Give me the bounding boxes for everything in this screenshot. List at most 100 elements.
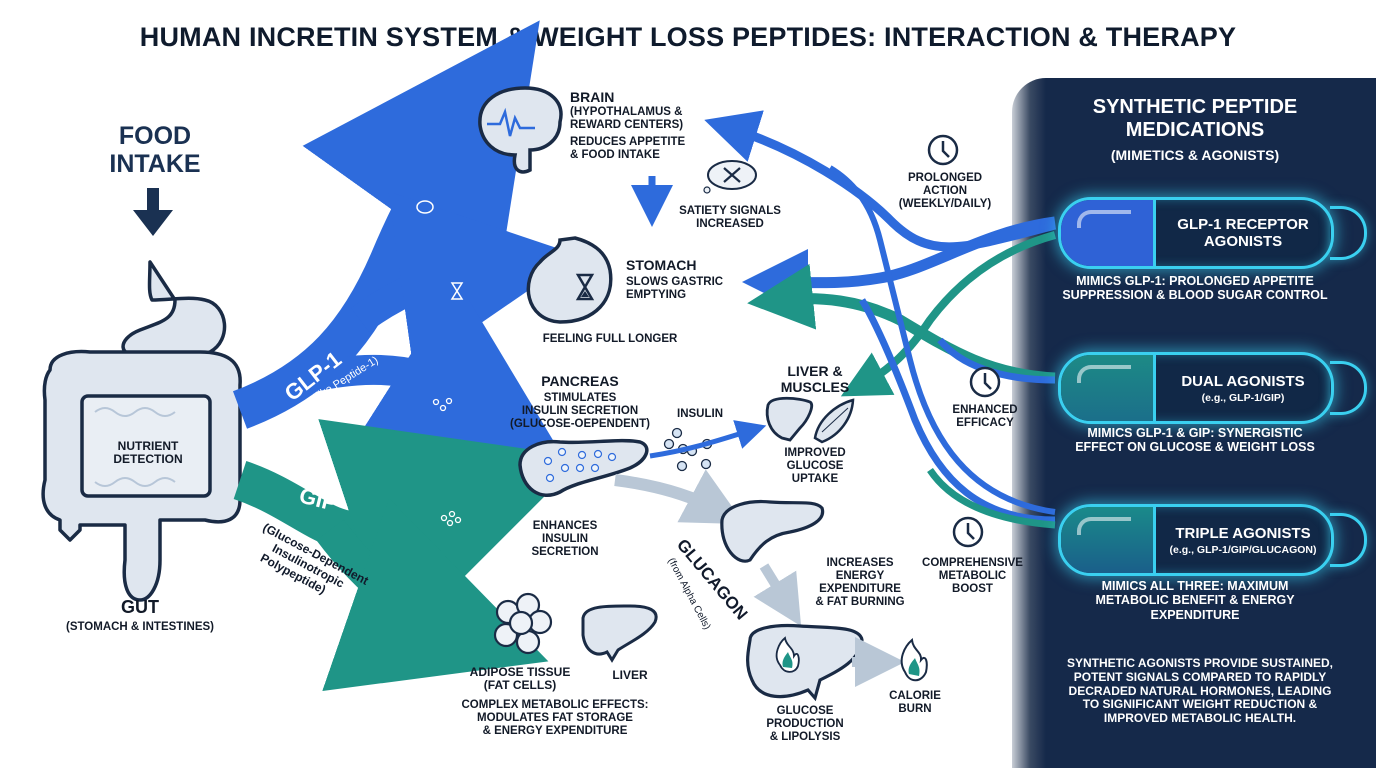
dual-agonist-description: MIMICS GLP-1 & GIP: SYNERGISTIC EFFECT O… bbox=[1030, 426, 1360, 455]
gip-effect-line1: ENHANCES bbox=[532, 520, 598, 532]
gut-subtitle: (STOMACH & INTESTINES) bbox=[65, 621, 214, 633]
nutrient-line1: NUTRIENT bbox=[117, 439, 179, 453]
clock-icon-enhanced bbox=[969, 366, 1001, 398]
pill-name-line1: DUAL AGONISTS bbox=[1181, 372, 1305, 390]
adipose-title: ADIPOSE TISSUE (FAT CELLS) bbox=[450, 665, 590, 693]
panel-title: SYNTHETIC PEPTIDE MEDICATIONS bbox=[1030, 96, 1360, 142]
nutrient-line2: DETECTION bbox=[113, 452, 183, 467]
brain-effect-line1: REDUCES APPETITE bbox=[570, 136, 686, 148]
summary-line1: SYNTHETIC AGONISTS PROVIDE SUSTAINED, bbox=[1066, 656, 1334, 670]
medication-dual-agonists[interactable]: DUAL AGONISTS (e.g., GLP-1/GIP) bbox=[1058, 352, 1367, 424]
comprehensive-line3: BOOST bbox=[952, 582, 993, 595]
pill-endcap bbox=[1330, 361, 1367, 415]
triple-desc-line1: MIMICS ALL THREE: MAXIMUM bbox=[1101, 579, 1289, 593]
flame-icon bbox=[900, 637, 928, 682]
pill-name-line1: GLP-1 RECEPTOR bbox=[1177, 216, 1309, 233]
glucagon-down-arrow bbox=[753, 563, 802, 627]
stomach-title: STOMACH bbox=[626, 257, 697, 273]
triple-agonist-description: MIMICS ALL THREE: MAXIMUM METABOLIC BENE… bbox=[1030, 579, 1360, 622]
gip-pathway-arrows bbox=[233, 419, 584, 691]
prolonged-line2: ACTION bbox=[922, 184, 968, 197]
pill-name-line2: AGONISTS bbox=[1203, 233, 1283, 250]
pancreas-effect-line3: (GLUCOSE-OEPENDENT) bbox=[510, 417, 650, 430]
brain-subtitle-line2: REWARD CENTERS) bbox=[570, 118, 684, 131]
brain-effect-line2: & FOOD INTAKE bbox=[570, 148, 660, 161]
medication-glp1-agonists[interactable]: GLP-1 RECEPTOR AGONISTS bbox=[1058, 197, 1367, 269]
uptake-line2: GLUCOSE bbox=[786, 459, 844, 472]
glucose-prod-line2: PRODUCTION bbox=[766, 717, 844, 730]
pill-name-triple: TRIPLE AGONISTS (e.g., GLP-1/GIP/GLUCAGO… bbox=[1161, 507, 1325, 573]
enhanced-efficacy-callout: ENHANCED EFFICACY bbox=[945, 404, 1025, 430]
pill-example: (e.g., GLP-1/GIP) bbox=[1201, 391, 1285, 404]
calorie-burn-label: CALORIE BURN bbox=[880, 690, 950, 716]
stomach-icon bbox=[526, 236, 613, 324]
brain-title: BRAIN bbox=[570, 89, 615, 105]
satiety-label: SATIETY SIGNALS INCREASED bbox=[660, 205, 800, 231]
glp1-desc-line1: MIMICS GLP-1: PROLONGED APPETITE bbox=[1076, 274, 1314, 288]
medication-triple-agonists[interactable]: TRIPLE AGONISTS (e.g., GLP-1/GIP/GLUCAGO… bbox=[1058, 504, 1367, 576]
uptake-line1: IMPROVED bbox=[784, 447, 846, 459]
enhanced-line2: EFFICACY bbox=[956, 416, 1014, 429]
stomach-effect-line2: EMPTYING bbox=[626, 288, 687, 301]
calorie-burn-line1: CALORIE bbox=[889, 690, 941, 702]
pancreas-title: PANCREAS bbox=[541, 373, 619, 389]
glp1-pathway-arrows bbox=[232, 20, 580, 454]
dual-desc-line2: EFFECT ON GLUCOSE & WEIGHT LOSS bbox=[1075, 440, 1315, 455]
uptake-line3: UPTAKE bbox=[791, 472, 839, 485]
triple-desc-line2: METABOLIC BENEFIT & ENERGY bbox=[1095, 593, 1295, 608]
summary-line2: POTENT SIGNALS COMPARED TO RAPIDLY bbox=[1073, 669, 1327, 684]
gip-effect-line2: INSULIN bbox=[542, 532, 588, 545]
gip-pancreas-effect: ENHANCES INSULIN SECRETION bbox=[520, 520, 610, 559]
glp1-agonist-description: MIMICS GLP-1: PROLONGED APPETITE SUPPRES… bbox=[1030, 274, 1360, 303]
medication-pathway-arrows bbox=[704, 110, 1057, 529]
liver-flame-icon bbox=[746, 623, 864, 702]
summary-line3: DECRADED NATURAL HORMONES, LEADING bbox=[1068, 683, 1332, 698]
brain-subtitle-line1: (HYPOTHALAMUS & bbox=[570, 106, 683, 118]
pill-endcap bbox=[1330, 513, 1367, 567]
panel-title-line2: MEDICATIONS bbox=[1125, 119, 1265, 141]
comprehensive-boost-callout: COMPREHENSIVE METABOLIC BOOST bbox=[910, 557, 1035, 596]
food-intake-line1: FOOD bbox=[118, 122, 192, 150]
glucagon-effect-line4: & FAT BURNING bbox=[815, 595, 905, 608]
food-intake-line2: INTAKE bbox=[109, 150, 201, 178]
glucagon-effect-line1: INCREASES bbox=[826, 557, 894, 569]
gip-effect-line3: SECRETION bbox=[531, 545, 599, 558]
adipose-title-line2: (FAT CELLS) bbox=[483, 678, 557, 693]
clock-icon-comprehensive bbox=[952, 516, 984, 548]
prolonged-action-callout: PROLONGED ACTION (WEEKLY/DAILY) bbox=[880, 172, 1010, 211]
prolonged-line1: PROLONGED bbox=[907, 172, 983, 184]
pancreas-icon bbox=[518, 438, 649, 498]
thought-bubble-fork-spoon-icon bbox=[703, 160, 757, 194]
calorie-burn-line2: BURN bbox=[898, 702, 932, 715]
pancreas-effect-line2: INSULIN SECRETION bbox=[521, 404, 639, 417]
insulin-label: INSULIN bbox=[677, 408, 723, 420]
stomach-effect: SLOWS GASTRIC EMPTYING bbox=[626, 276, 723, 302]
pancreas-to-glucagon-arrow bbox=[614, 469, 745, 525]
satiety-line1: SATIETY SIGNALS bbox=[679, 205, 781, 217]
pill-cap-dual bbox=[1061, 355, 1156, 421]
adipose-title-line1: ADIPOSE TISSUE bbox=[469, 665, 571, 679]
glucose-prod-line1: GLUCOSE bbox=[776, 705, 834, 717]
adipose-effect-line3: & ENERGY EXPENDITURE bbox=[482, 724, 628, 737]
pill-name-glp1: GLP-1 RECEPTOR AGONISTS bbox=[1161, 200, 1325, 266]
hourglass-small-icon bbox=[450, 282, 464, 300]
gut-title: GUT bbox=[121, 597, 159, 617]
insulin-arrow bbox=[649, 420, 767, 459]
feeling-full-label: FEELING FULL LONGER bbox=[542, 333, 678, 345]
panel-title-line1: SYNTHETIC PEPTIDE bbox=[1092, 96, 1298, 118]
triple-desc-line3: EXPENDITURE bbox=[1150, 607, 1240, 622]
comprehensive-line2: METABOLIC bbox=[938, 569, 1007, 582]
dual-desc-line1: MIMICS GLP-1 & GIP: SYNERGISTIC bbox=[1087, 426, 1303, 440]
particles-small-icon bbox=[432, 397, 462, 527]
food-intake-label: FOOD INTAKE bbox=[80, 122, 230, 178]
pill-endcap bbox=[1330, 206, 1367, 260]
food-intake-arrow-icon bbox=[133, 188, 173, 236]
pill-example: (e.g., GLP-1/GIP/GLUCAGON) bbox=[1169, 543, 1317, 556]
satiety-line2: INCREASED bbox=[696, 217, 764, 230]
glp1-desc-line2: SUPPRESSION & BLOOD SUGAR CONTROL bbox=[1062, 288, 1328, 303]
liver-icon bbox=[581, 604, 658, 663]
glucagon-pancreas-icon bbox=[720, 499, 825, 563]
improved-uptake-label: IMPROVED GLUCOSE UPTAKE bbox=[765, 447, 865, 486]
glucagon-effect-line3: EXPENDITURE bbox=[819, 582, 901, 595]
